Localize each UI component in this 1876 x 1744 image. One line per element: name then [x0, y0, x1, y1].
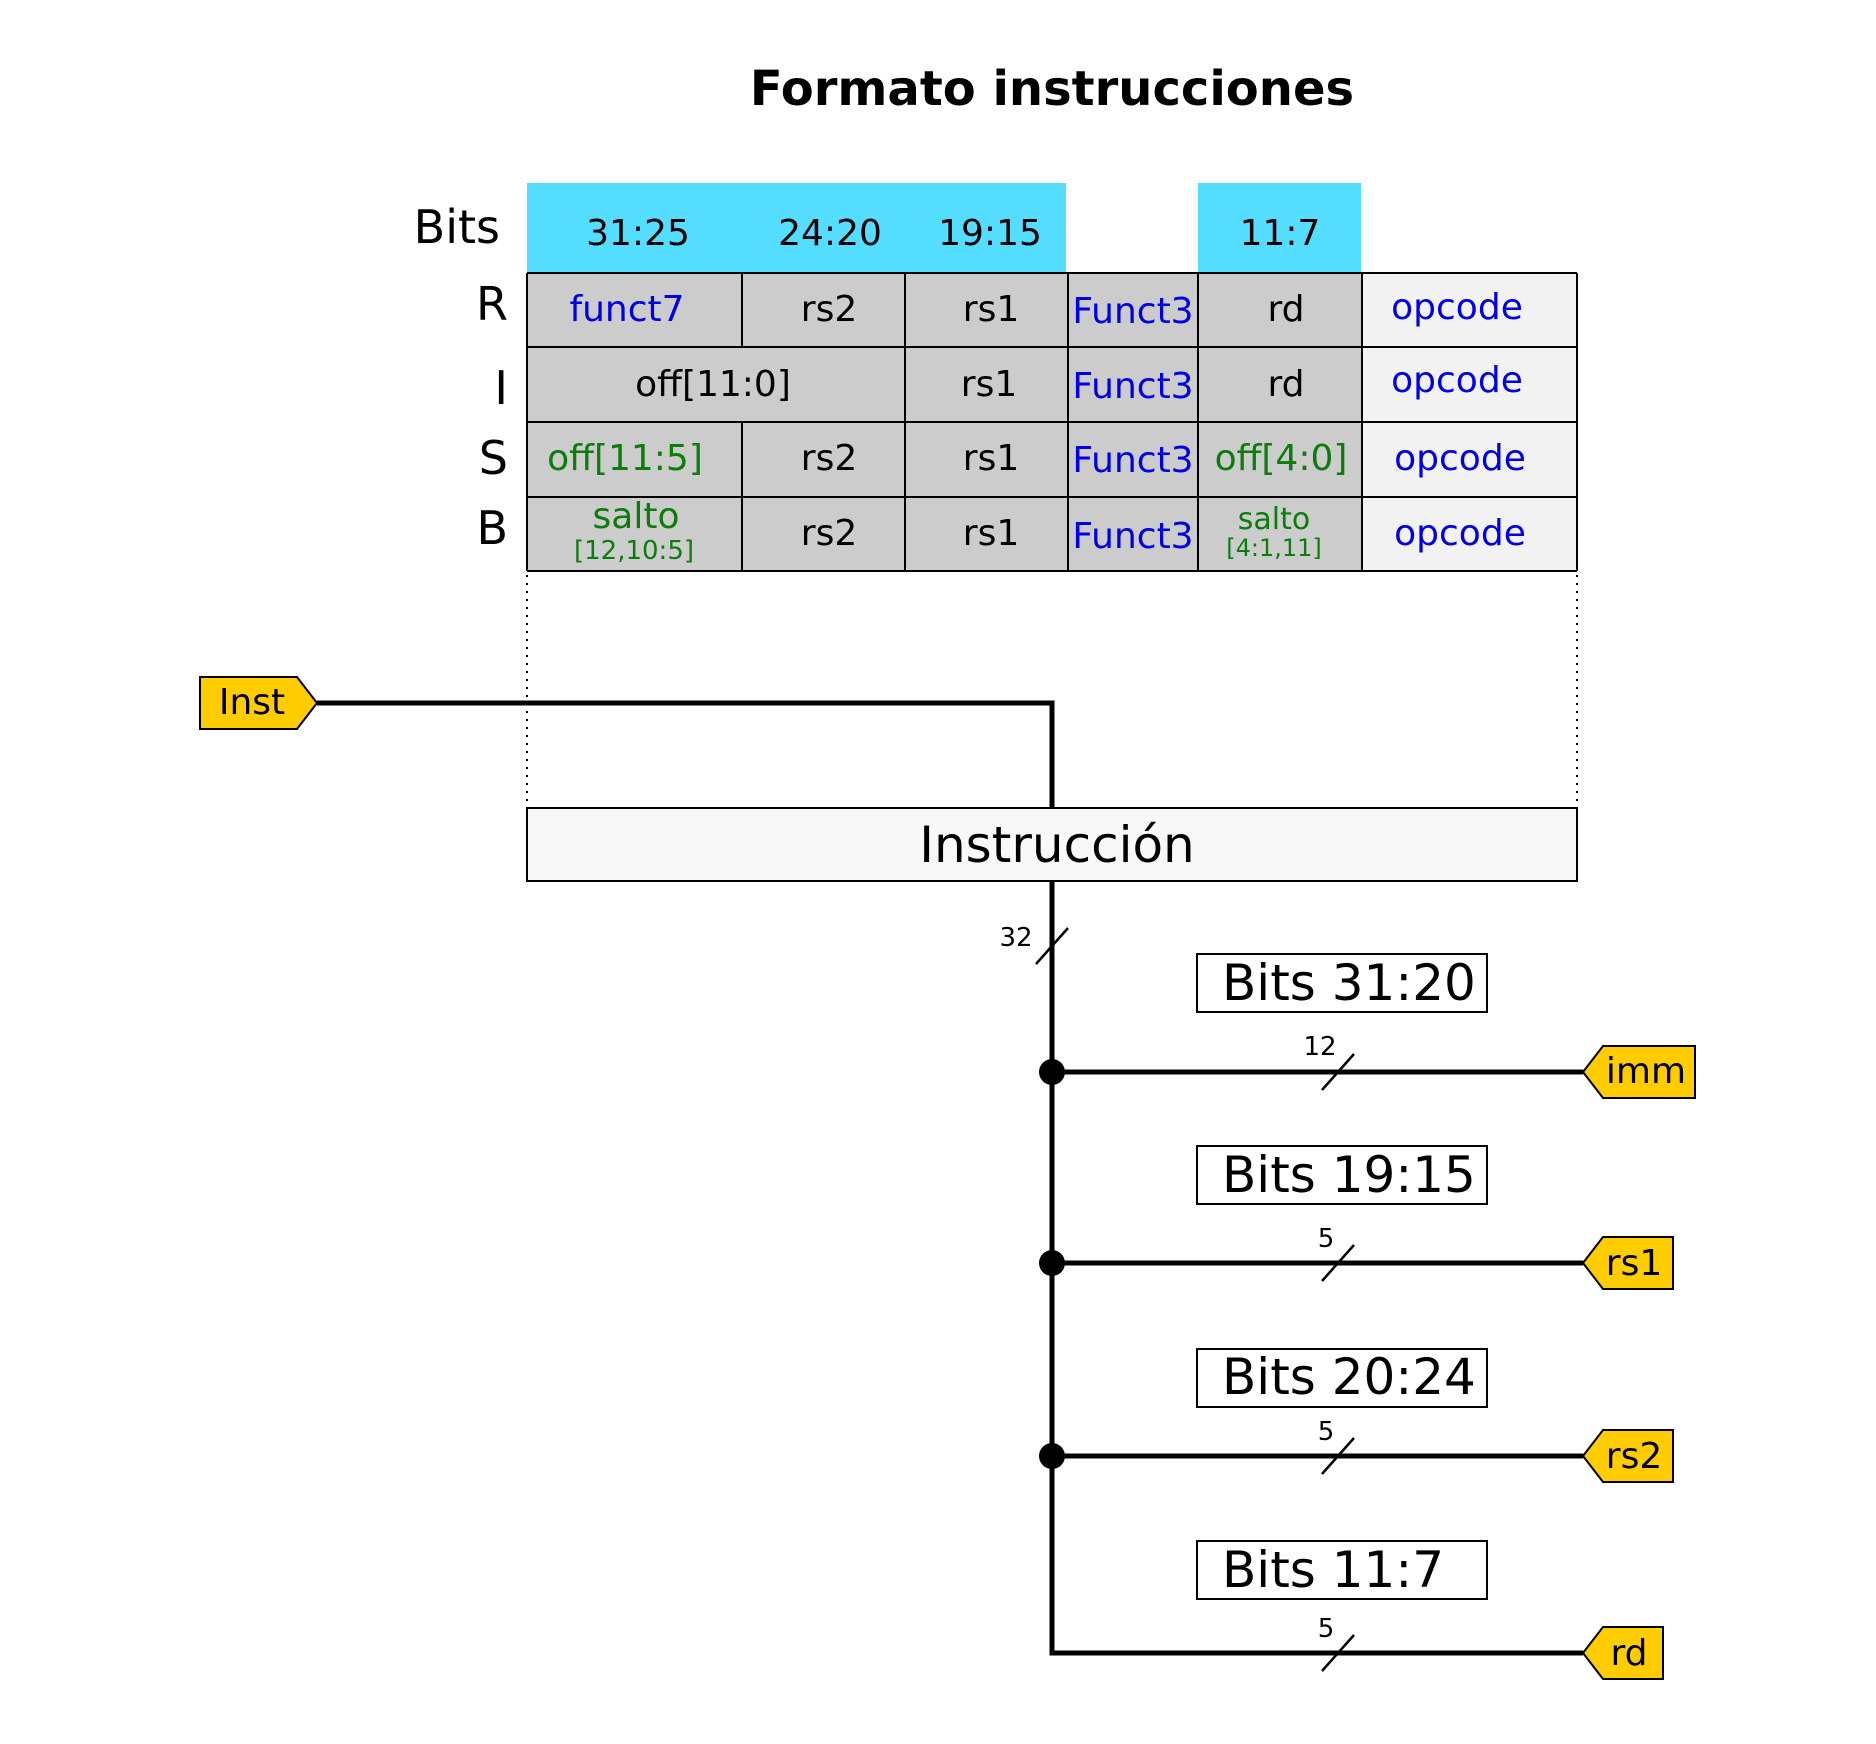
rs2-pin-label: rs2	[1606, 1436, 1662, 1477]
imm-pin-label: imm	[1606, 1051, 1686, 1092]
imm-junction-dot	[1039, 1059, 1065, 1085]
r-funct3: Funct3	[1072, 291, 1193, 332]
r-rs2: rs2	[801, 289, 857, 330]
i-offset: off[11:0]	[635, 364, 791, 405]
i-rd: rd	[1267, 364, 1304, 405]
rs2-junction-dot	[1039, 1443, 1065, 1469]
row-label-s: S	[479, 431, 508, 485]
bits-20-24-box	[1196, 1348, 1488, 1408]
bits-label: Bits	[414, 200, 500, 254]
rd-width: 5	[1318, 1614, 1335, 1644]
imm-width-mark	[1321, 1053, 1355, 1091]
s-offset-low: off[4:0]	[1215, 438, 1348, 479]
s-opcode: opcode	[1394, 438, 1526, 479]
rs2-pin-shape	[1581, 1429, 1674, 1483]
instruction-box	[526, 807, 1578, 882]
rd-pin-shape	[1581, 1626, 1664, 1680]
b-opcode: opcode	[1394, 513, 1526, 554]
rs1-pin-label: rs1	[1606, 1243, 1662, 1284]
bit-header-31-25: 31:25	[586, 213, 690, 254]
r-rs1: rs1	[963, 289, 1019, 330]
diagram-title: Formato instrucciones	[750, 61, 1354, 117]
bits-11-7-box	[1196, 1540, 1488, 1600]
b-rs2: rs2	[801, 513, 857, 554]
b-jump-high-bits: [12,10:5]	[574, 536, 694, 566]
bits-19-15-label: Bits 19:15	[1222, 1146, 1476, 1204]
bits-31-20-box	[1196, 953, 1488, 1013]
imm-width: 12	[1303, 1032, 1336, 1062]
s-rs2: rs2	[801, 438, 857, 479]
bits-19-15-box	[1196, 1145, 1488, 1205]
rs1-junction-dot	[1039, 1250, 1065, 1276]
r-rd: rd	[1267, 289, 1304, 330]
imm-pin-shape	[1581, 1045, 1696, 1099]
bits-31-20-label: Bits 31:20	[1222, 954, 1476, 1012]
bit-header-19-15: 19:15	[938, 213, 1042, 254]
i-opcode: opcode	[1391, 360, 1523, 401]
main-bus-width-mark	[1035, 927, 1069, 965]
output-imm: Bits 31:20 12 imm	[1039, 953, 1696, 1099]
inst-pin-shape	[199, 676, 319, 730]
output-rs2: Bits 20:24 5 rs2	[1039, 1348, 1674, 1483]
inst-input-pin: Inst	[199, 676, 319, 730]
i-rs1: rs1	[961, 364, 1017, 405]
format-table: R I S B funct7 rs2 rs1 Funct3 rd opcode …	[476, 272, 1578, 572]
b-rs1: rs1	[963, 513, 1019, 554]
bits-11-7-label: Bits 11:7	[1222, 1541, 1444, 1599]
bit-header-row: Bits 31:25 24:20 19:15 11:7	[414, 183, 1361, 273]
row-label-r: R	[476, 277, 508, 331]
main-bus	[1049, 881, 1583, 1656]
b-jump-low: salto	[1238, 502, 1310, 537]
s-rs1: rs1	[963, 438, 1019, 479]
bits-20-24-label: Bits 20:24	[1222, 1348, 1476, 1406]
output-rs1: Bits 19:15 5 rs1	[1039, 1145, 1674, 1290]
bit-header-block-right	[1198, 183, 1361, 273]
main-bus-width: 32	[999, 923, 1032, 953]
r-funct7: funct7	[569, 289, 684, 330]
inst-pin-label: Inst	[219, 682, 285, 723]
output-rd: Bits 11:7 5 rd	[1196, 1540, 1664, 1680]
b-funct3: Funct3	[1072, 516, 1193, 557]
instruction-box-label: Instrucción	[919, 816, 1195, 874]
rs1-pin-shape	[1581, 1236, 1674, 1290]
i-funct3: Funct3	[1072, 366, 1193, 407]
b-jump-low-bits: [4:1,11]	[1226, 534, 1322, 562]
bit-header-24-20: 24:20	[778, 213, 882, 254]
inst-wire	[317, 700, 1055, 808]
row-label-i: I	[494, 361, 508, 415]
b-jump-high: salto	[593, 496, 680, 537]
rs2-width: 5	[1318, 1417, 1335, 1447]
rd-width-mark	[1321, 1634, 1355, 1672]
rs1-width-mark	[1321, 1244, 1355, 1282]
rd-pin-label: rd	[1610, 1633, 1647, 1674]
rs2-width-mark	[1321, 1437, 1355, 1475]
s-funct3: Funct3	[1072, 440, 1193, 481]
row-label-b: B	[476, 501, 508, 555]
bit-header-11-7: 11:7	[1240, 213, 1321, 254]
bit-header-block-left	[527, 183, 1066, 273]
rs1-width: 5	[1318, 1224, 1335, 1254]
r-opcode: opcode	[1391, 287, 1523, 328]
s-offset-high: off[11:5]	[547, 438, 703, 479]
